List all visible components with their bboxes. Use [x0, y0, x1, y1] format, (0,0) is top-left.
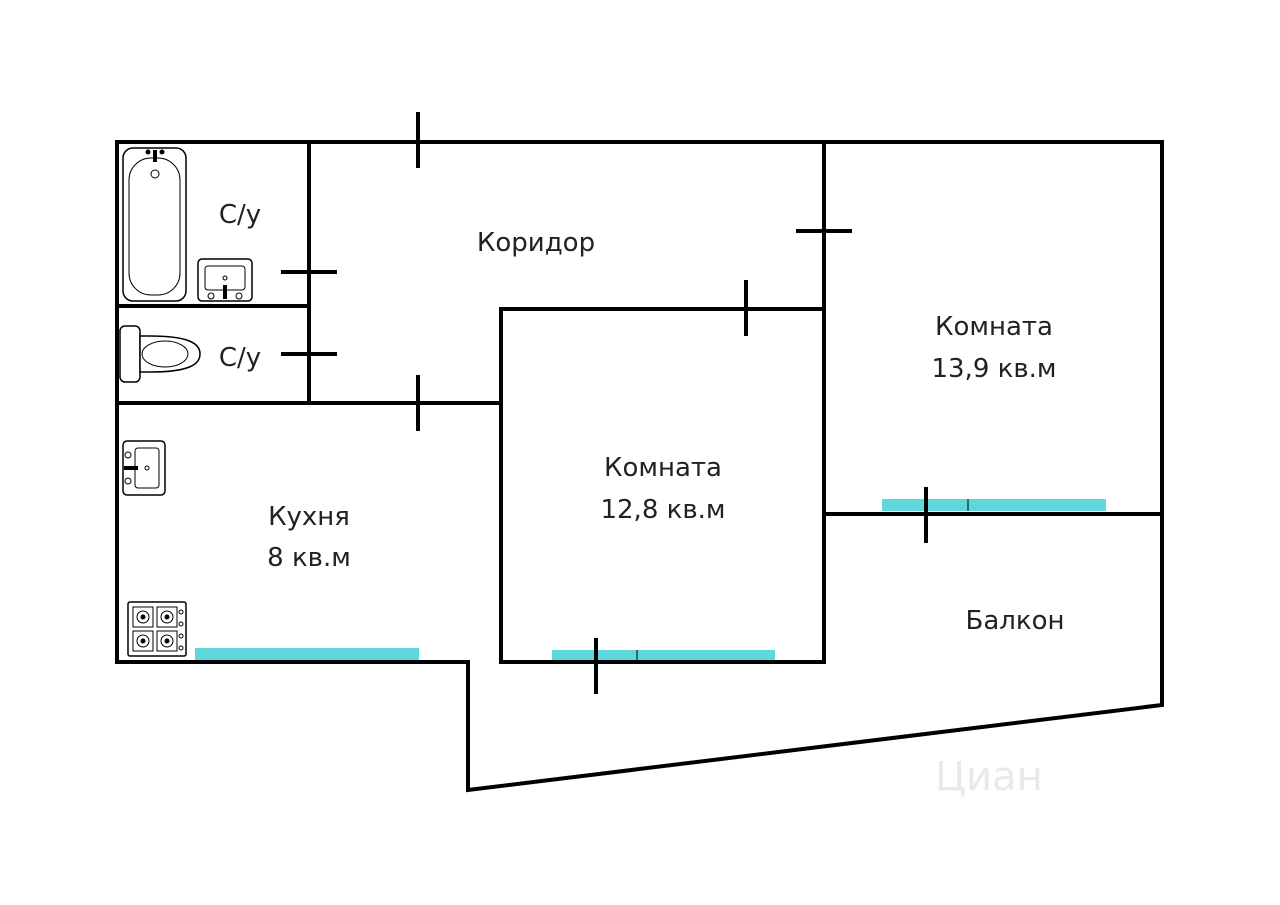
- bathtub-icon: [122, 147, 187, 302]
- window-room-middle: [552, 650, 775, 662]
- doors: [281, 112, 928, 694]
- sink-icon: [197, 258, 253, 302]
- outer-wall: [115, 140, 1164, 793]
- watermark-text: Циан: [935, 754, 1043, 800]
- kitchen-area: 8 кв.м: [267, 543, 351, 573]
- room-middle-area: 12,8 кв.м: [600, 495, 725, 525]
- balcony-label: Балкон: [966, 606, 1065, 636]
- window-kitchen: [195, 648, 419, 660]
- toilet-label: С/у: [219, 343, 261, 373]
- room-right-label: Комната: [935, 312, 1053, 342]
- bathroom-label: С/у: [219, 200, 261, 230]
- window-room-right: [882, 499, 1106, 511]
- stove-icon: [127, 601, 187, 657]
- sink-icon: [122, 440, 166, 496]
- kitchen-label: Кухня: [268, 502, 350, 532]
- toilet-icon: [119, 325, 201, 383]
- room-right-area: 13,9 кв.м: [931, 354, 1056, 384]
- walls: [115, 140, 1164, 793]
- room-middle-label: Комната: [604, 453, 722, 483]
- corridor-label: Коридор: [477, 228, 595, 258]
- windows: [195, 499, 1106, 662]
